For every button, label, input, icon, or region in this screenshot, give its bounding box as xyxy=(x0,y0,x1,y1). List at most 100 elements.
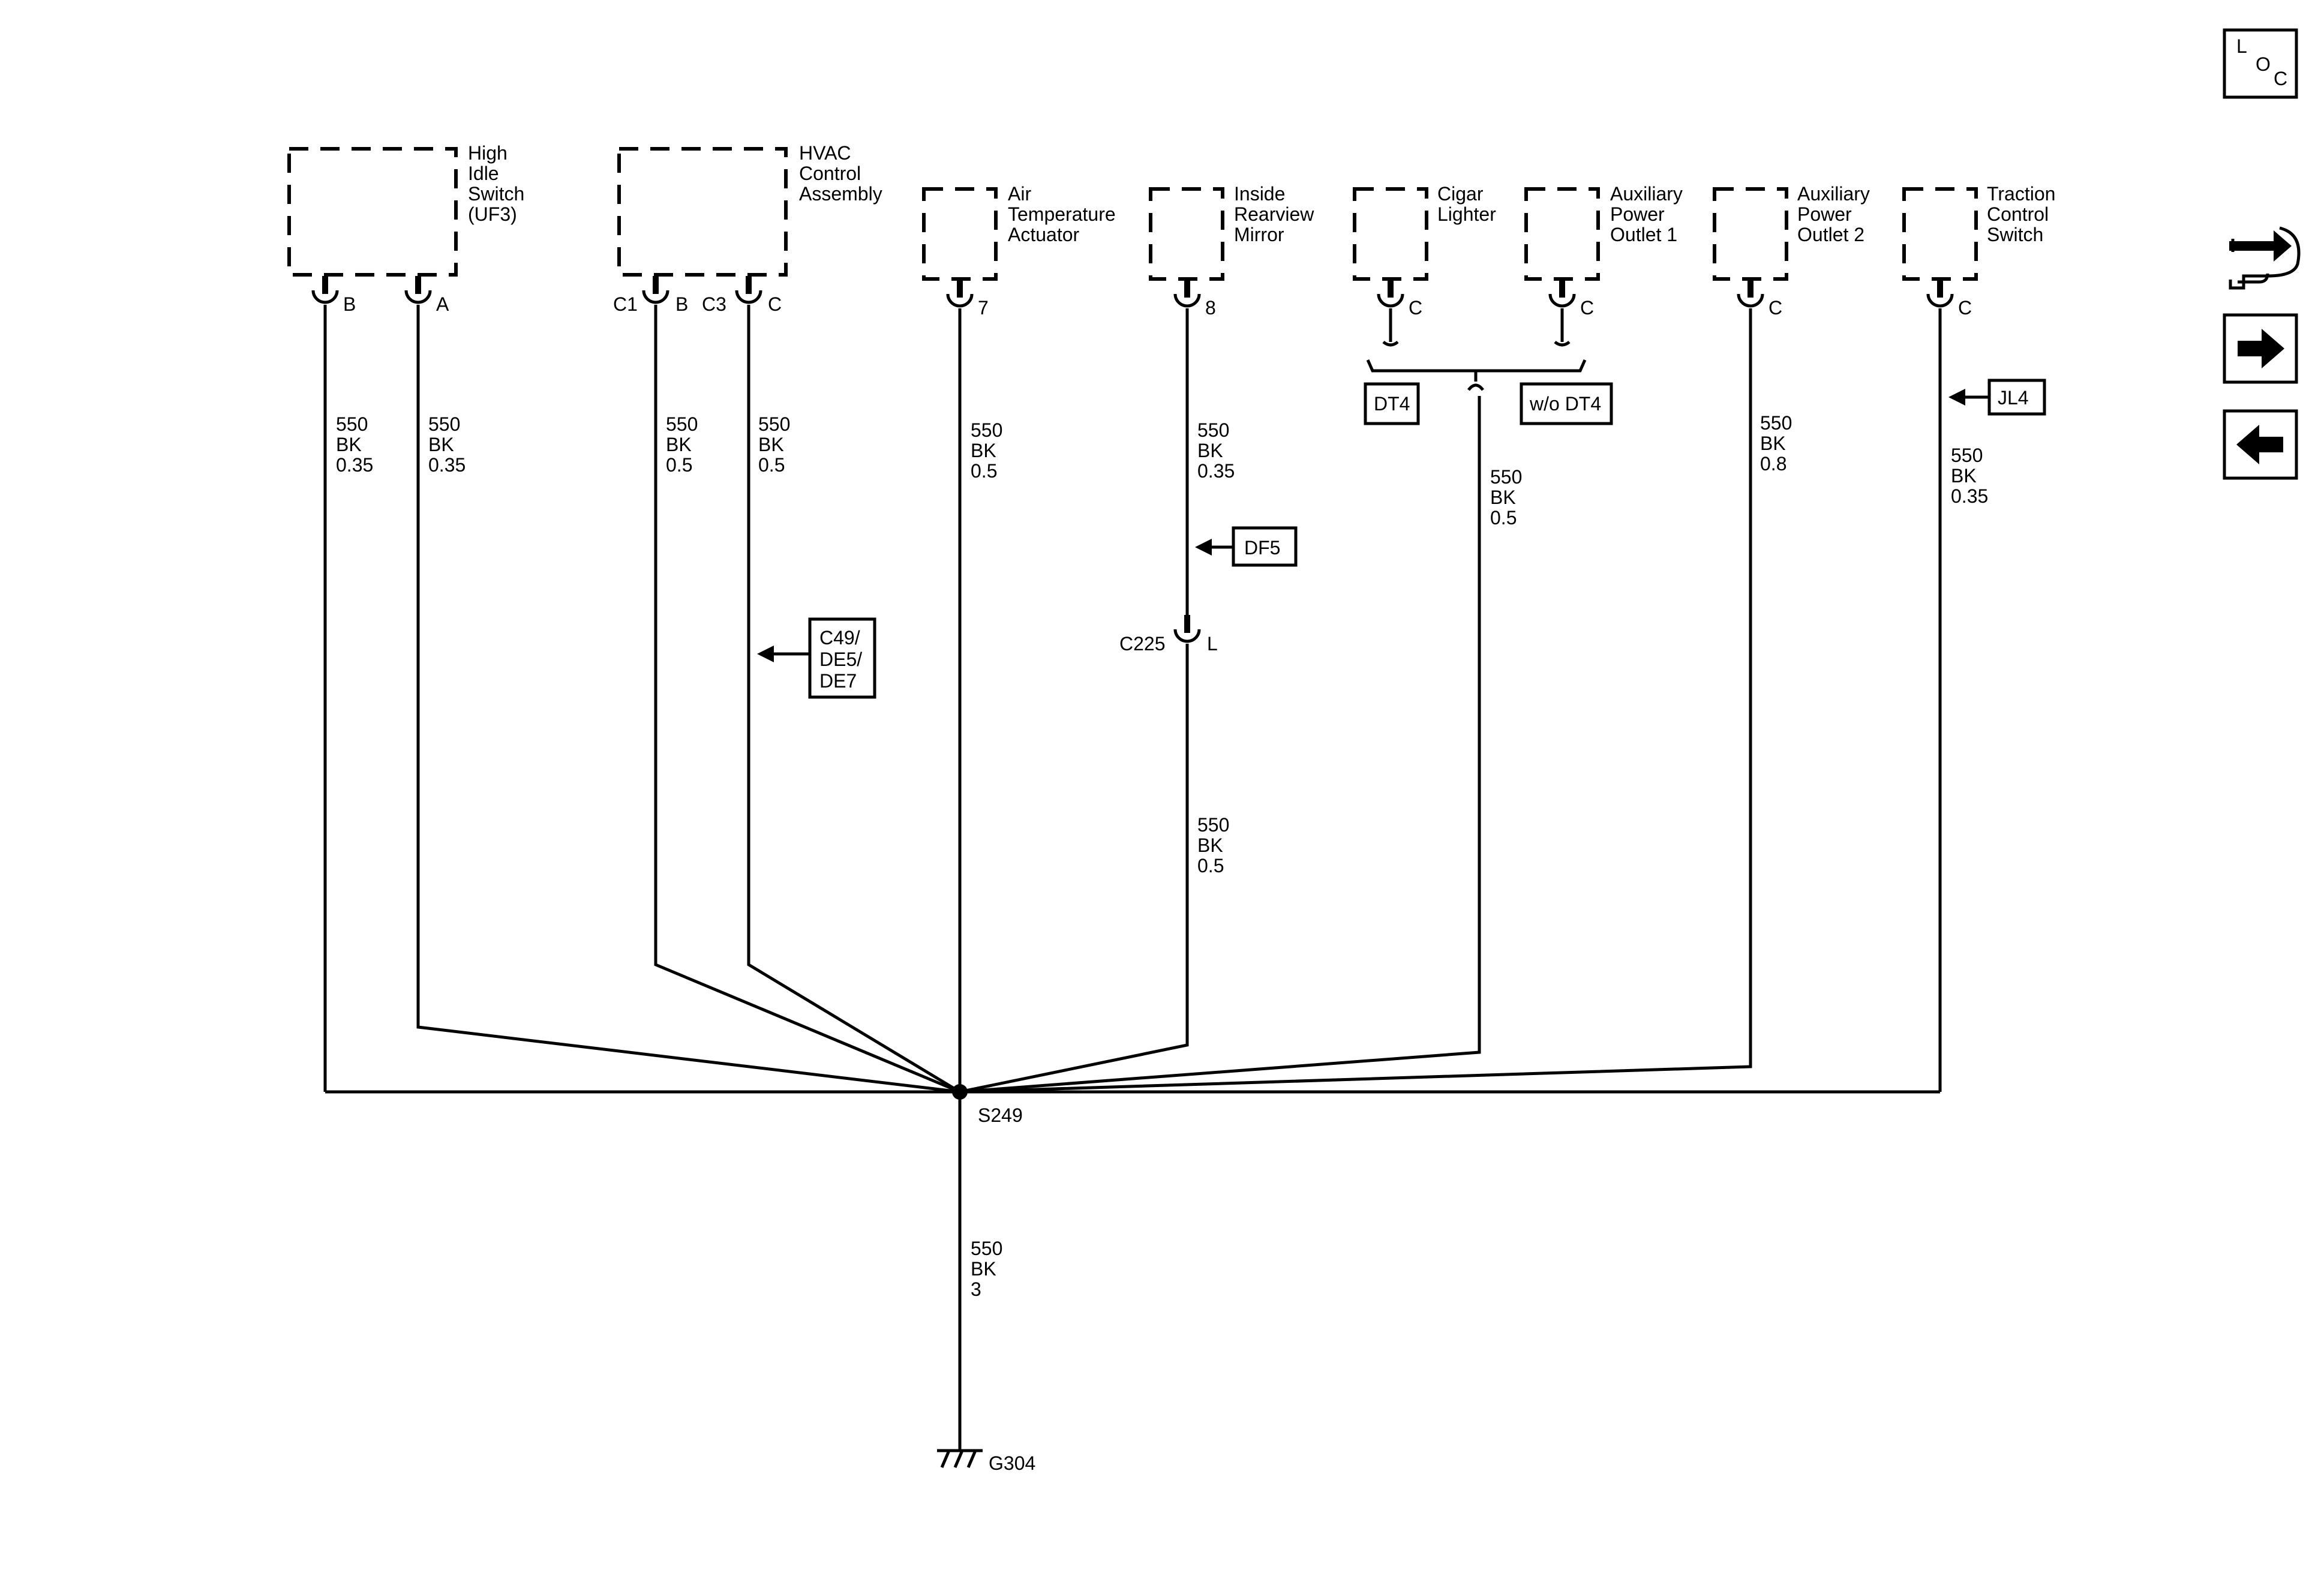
pin-cigar-c xyxy=(1379,280,1403,306)
splice-s249: S249 xyxy=(952,1084,1023,1126)
svg-text:C49/DE5/DE7: C49/DE5/DE7 xyxy=(819,627,862,692)
component-label-line: Lighter xyxy=(1437,203,1496,225)
splice-label: S249 xyxy=(978,1104,1023,1126)
component-label-line: High xyxy=(468,142,508,164)
svg-text:JL4: JL4 xyxy=(1998,387,2029,409)
component-label-line: Mirror xyxy=(1234,224,1284,245)
pin-labels: B A C1 B C3 C 7 8 C C C C C225 L xyxy=(343,293,1972,655)
option-mirror-df5: DF5 xyxy=(1195,526,1298,567)
component-label-line: Power xyxy=(1797,203,1852,225)
svg-text:w/o DT4: w/o DT4 xyxy=(1529,393,1601,415)
svg-text:O: O xyxy=(2256,53,2271,75)
svg-text:C: C xyxy=(2274,68,2287,89)
component-label-line: Assembly xyxy=(799,183,882,205)
connector-pins xyxy=(313,276,1952,641)
connector-label: C225 xyxy=(1119,633,1166,655)
component-label-line: Control xyxy=(1987,203,2049,225)
pin-uf3-b xyxy=(313,276,337,302)
component-label-line: Temperature xyxy=(1008,203,1116,225)
pin-label: C xyxy=(1768,297,1782,319)
pin-tcs-c xyxy=(1928,280,1952,306)
component-label-line: Idle xyxy=(468,163,499,184)
pin-apo2-c xyxy=(1739,280,1762,306)
pin-hvac-b xyxy=(644,276,668,302)
pin-label: C3 xyxy=(702,293,726,315)
pin-air-7 xyxy=(948,280,972,306)
component-label-line: HVAC xyxy=(799,142,851,164)
pin-label: C xyxy=(1580,297,1594,319)
component-label-line: Cigar xyxy=(1437,183,1484,205)
previous-page-arrow-icon[interactable] xyxy=(2223,409,2298,480)
connector-tool-icon[interactable] xyxy=(2229,226,2301,290)
component-label-line: Outlet 2 xyxy=(1797,224,1864,245)
component-label-line: Traction xyxy=(1987,183,2055,205)
pin-c225-l xyxy=(1175,615,1199,641)
option-outlet-wo-dt4: w/o DT4 xyxy=(1520,382,1613,425)
pin-label: C xyxy=(768,293,782,315)
svg-text:DF5: DF5 xyxy=(1244,537,1280,559)
pin-label: 8 xyxy=(1205,297,1216,319)
component-label-line: Power xyxy=(1610,203,1665,225)
pin-label: 7 xyxy=(978,297,989,319)
pin-apo1-c xyxy=(1550,280,1574,306)
pin-mirror-8 xyxy=(1175,280,1199,306)
pin-label: L xyxy=(1207,633,1218,655)
ground-label: G304 xyxy=(989,1452,1035,1474)
next-page-arrow-icon[interactable] xyxy=(2223,313,2298,384)
ground-g304: G304 xyxy=(937,1449,1035,1474)
pin-hvac-c xyxy=(737,276,761,302)
pin-uf3-a xyxy=(406,276,430,302)
option-hvac: C49/DE5/DE7 xyxy=(757,617,876,699)
component-label-line: Auxiliary xyxy=(1797,183,1870,205)
component-label-line: Outlet 1 xyxy=(1610,224,1677,245)
component-label-line: Control xyxy=(799,163,861,184)
component-locator-icon[interactable]: L O C xyxy=(2223,28,2298,99)
wires xyxy=(323,305,1942,1451)
option-cigar-dt4: DT4 xyxy=(1364,382,1420,425)
pin-label: A xyxy=(436,293,449,315)
svg-text:DT4: DT4 xyxy=(1374,393,1410,415)
pin-label: B xyxy=(343,293,356,315)
component-label-line: (UF3) xyxy=(468,203,517,225)
component-label-line: Auxiliary xyxy=(1610,183,1683,205)
pin-label: C1 xyxy=(613,293,638,315)
option-tcs-jl4: JL4 xyxy=(1948,379,2046,416)
component-label-line: Air xyxy=(1008,183,1031,205)
component-label-line: Switch xyxy=(468,183,524,205)
pin-label: C xyxy=(1409,297,1422,319)
pin-label: C xyxy=(1958,297,1972,319)
component-label-line: Actuator xyxy=(1008,224,1080,245)
component-label-line: Rearview xyxy=(1234,203,1314,225)
component-label-line: Inside xyxy=(1234,183,1285,205)
svg-text:L: L xyxy=(2236,35,2247,57)
